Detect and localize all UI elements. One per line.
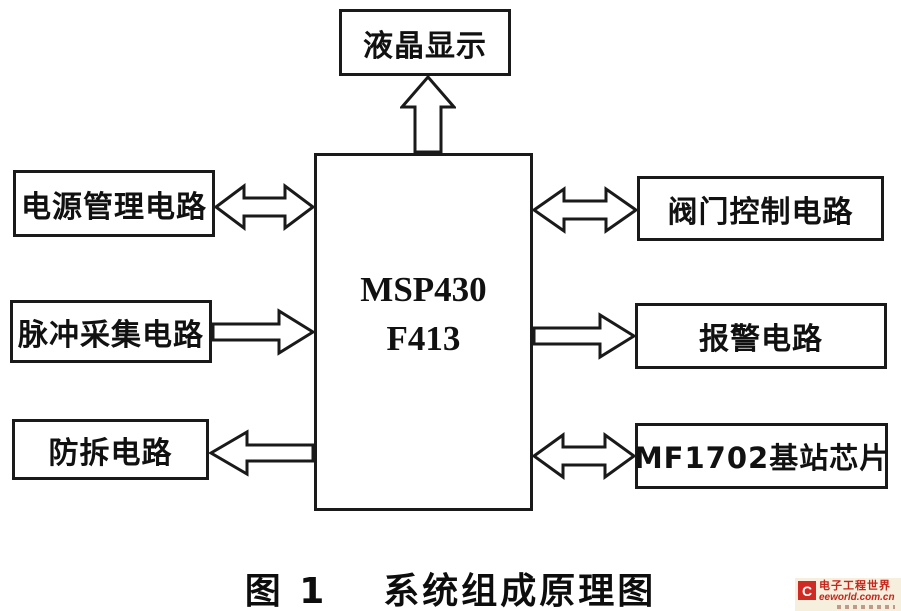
block-valve-control: 阀门控制电路	[637, 176, 884, 241]
mcu-label-line2: F413	[386, 319, 461, 358]
block-pulse-acquisition: 脉冲采集电路	[10, 300, 212, 363]
block-alarm: 报警电路	[635, 303, 887, 369]
arrow-mf1702-bidirectional-icon	[532, 430, 636, 482]
block-anti-tamper: 防拆电路	[12, 419, 209, 480]
block-alarm-label: 报警电路	[699, 322, 823, 357]
block-lcd-display: 液晶显示	[339, 9, 511, 76]
block-valve-control-label: 阀门控制电路	[667, 194, 854, 230]
arrow-up-mcu-to-lcd-icon	[400, 75, 456, 154]
block-power-management: 电源管理电路	[13, 170, 215, 237]
arrow-power-bidirectional-icon	[214, 181, 315, 233]
block-mf1702-chip-label: MF1702基站芯片	[633, 441, 890, 475]
arrow-valve-bidirectional-icon	[532, 184, 638, 236]
eeworld-logo-text: 电子工程世界 eeworld.com.cn	[819, 580, 895, 609]
arrow-pulse-to-mcu-icon	[211, 306, 315, 358]
block-lcd-display-label: 液晶显示	[363, 28, 487, 64]
arrow-mcu-to-alarm-icon	[532, 310, 636, 362]
eeworld-watermark: C 电子工程世界 eeworld.com.cn	[795, 578, 901, 611]
figure-caption: 图 1 系统组成原理图	[0, 562, 901, 611]
figure-title: 系统组成原理图	[383, 571, 657, 611]
block-power-management-label: 电源管理电路	[21, 189, 207, 225]
eeworld-site-name: 电子工程世界	[819, 579, 891, 592]
eeworld-site-url: eeworld.com.cn	[819, 592, 895, 603]
block-mcu: MSP430 F413	[314, 153, 533, 511]
block-mf1702-chip: MF1702基站芯片	[633, 423, 890, 489]
block-anti-tamper-label: 防拆电路	[48, 435, 173, 471]
figure-number: 图 1	[244, 571, 328, 611]
arrow-mcu-to-tamper-icon	[208, 427, 315, 479]
eeworld-tagline-dots	[836, 605, 895, 609]
block-pulse-acquisition-label: 脉冲采集电路	[18, 317, 204, 353]
mcu-label-line1: MSP430	[360, 270, 487, 309]
eeworld-logo-icon: C	[798, 581, 816, 600]
